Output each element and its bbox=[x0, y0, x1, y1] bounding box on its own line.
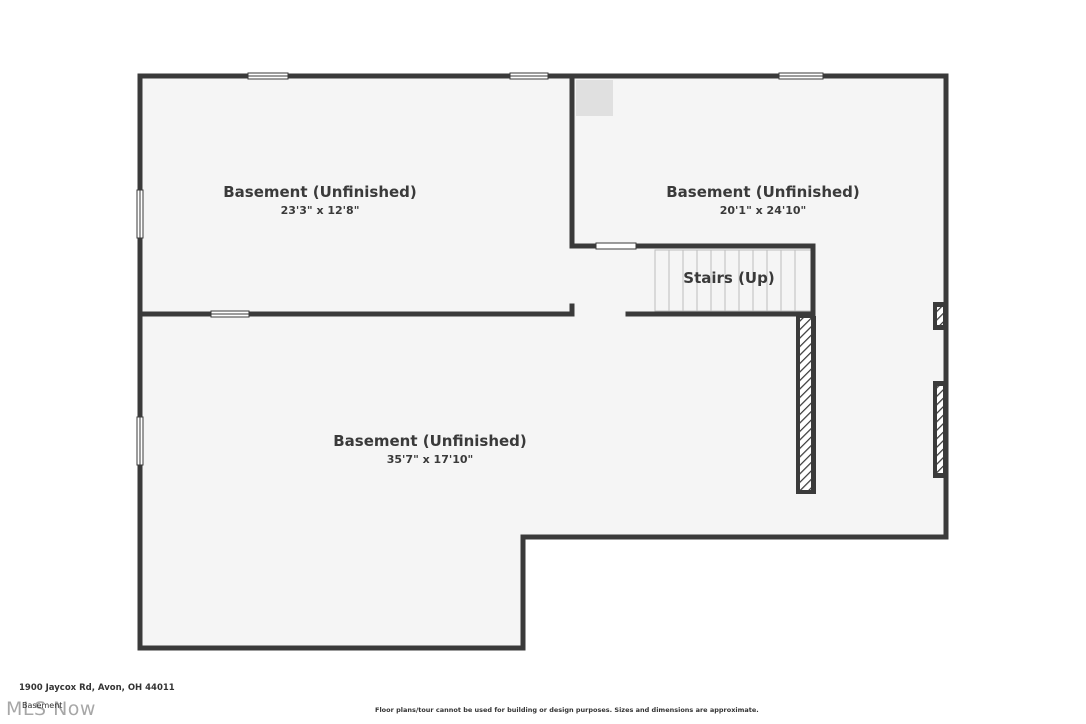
support-column bbox=[576, 80, 613, 116]
stairs bbox=[654, 249, 812, 312]
wall-niche-2-inner bbox=[937, 386, 943, 473]
room-dimensions-top-left: 23'3" x 12'8" bbox=[281, 204, 360, 217]
room-name-top-right: Basement (Unfinished) bbox=[666, 183, 860, 201]
floor-label: Basement bbox=[22, 701, 63, 710]
mls-now-watermark: MLS Now bbox=[6, 698, 96, 720]
doorway-opening bbox=[595, 242, 637, 250]
hatched-wall-inner bbox=[800, 318, 811, 490]
room-dimensions-top-right: 20'1" x 24'10" bbox=[720, 204, 807, 217]
property-address: 1900 Jaycox Rd, Avon, OH 44011 bbox=[19, 683, 175, 693]
room-name-top-left: Basement (Unfinished) bbox=[223, 183, 417, 201]
window-mullions bbox=[139, 75, 823, 465]
stairs-label: Stairs (Up) bbox=[683, 269, 774, 287]
disclaimer-text: Floor plans/tour cannot be used for buil… bbox=[375, 706, 759, 714]
floor-area bbox=[140, 76, 946, 648]
room-name-bottom: Basement (Unfinished) bbox=[333, 432, 527, 450]
wall-niche-1-inner bbox=[937, 307, 943, 325]
room-dimensions-bottom: 35'7" x 17'10" bbox=[387, 453, 474, 466]
